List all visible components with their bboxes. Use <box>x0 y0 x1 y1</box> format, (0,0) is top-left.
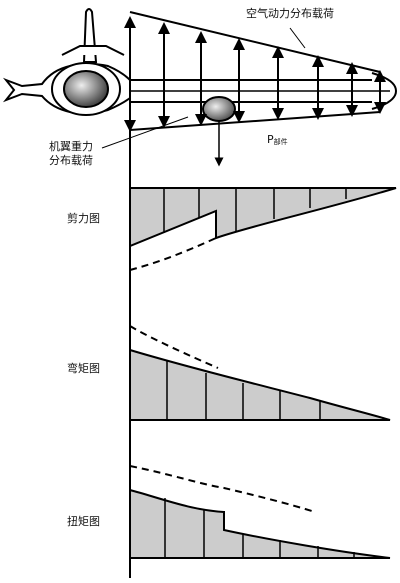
stabilizer <box>61 45 125 56</box>
shear-diagram: 剪力图 <box>67 187 397 271</box>
aero-load-arrows <box>124 15 386 132</box>
aero-load-envelope <box>129 11 381 131</box>
shear-hatch <box>163 188 347 233</box>
component-weight-label: P部件 <box>267 133 288 146</box>
aero-leader-line <box>289 27 306 49</box>
torsion-diagram-label: 扭矩图 <box>67 514 100 528</box>
torsion-diagram: 扭矩图 <box>67 465 391 559</box>
shear-fill <box>129 187 397 248</box>
bending-diagram: 弯矩图 <box>67 325 391 421</box>
bending-diagram-label: 弯矩图 <box>67 361 100 375</box>
shear-diagram-label: 剪力图 <box>67 211 100 225</box>
aero-load-label: 空气动力分布载荷 <box>246 6 334 20</box>
component-pod <box>202 96 236 122</box>
torsion-dashed <box>129 465 316 513</box>
torsion-fill <box>129 488 391 559</box>
gravity-label-line1: 机翼重力 <box>49 139 93 153</box>
shear-dashed <box>129 237 217 271</box>
bending-hatch <box>166 361 321 420</box>
torsion-hatch <box>164 498 355 558</box>
bending-fill <box>129 348 391 421</box>
component-weight-sub: 部件 <box>274 137 288 146</box>
component-weight-main: P <box>267 133 274 146</box>
gravity-label-line2: 分布载荷 <box>49 154 93 167</box>
bending-dashed <box>129 325 219 369</box>
gravity-leader-line <box>101 116 189 149</box>
